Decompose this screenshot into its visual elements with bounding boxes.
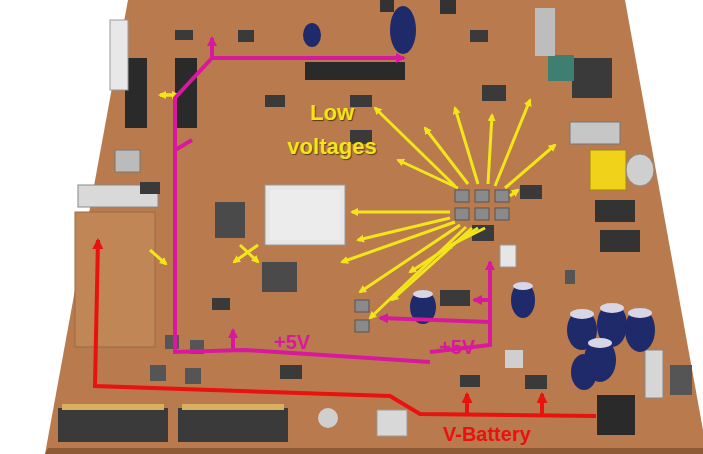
voltage-label: Low voltages [272, 96, 392, 164]
voltage-label: V-Battery [443, 423, 563, 445]
voltage-label: +5V [274, 331, 334, 353]
voltage-label: +5V [439, 336, 499, 358]
